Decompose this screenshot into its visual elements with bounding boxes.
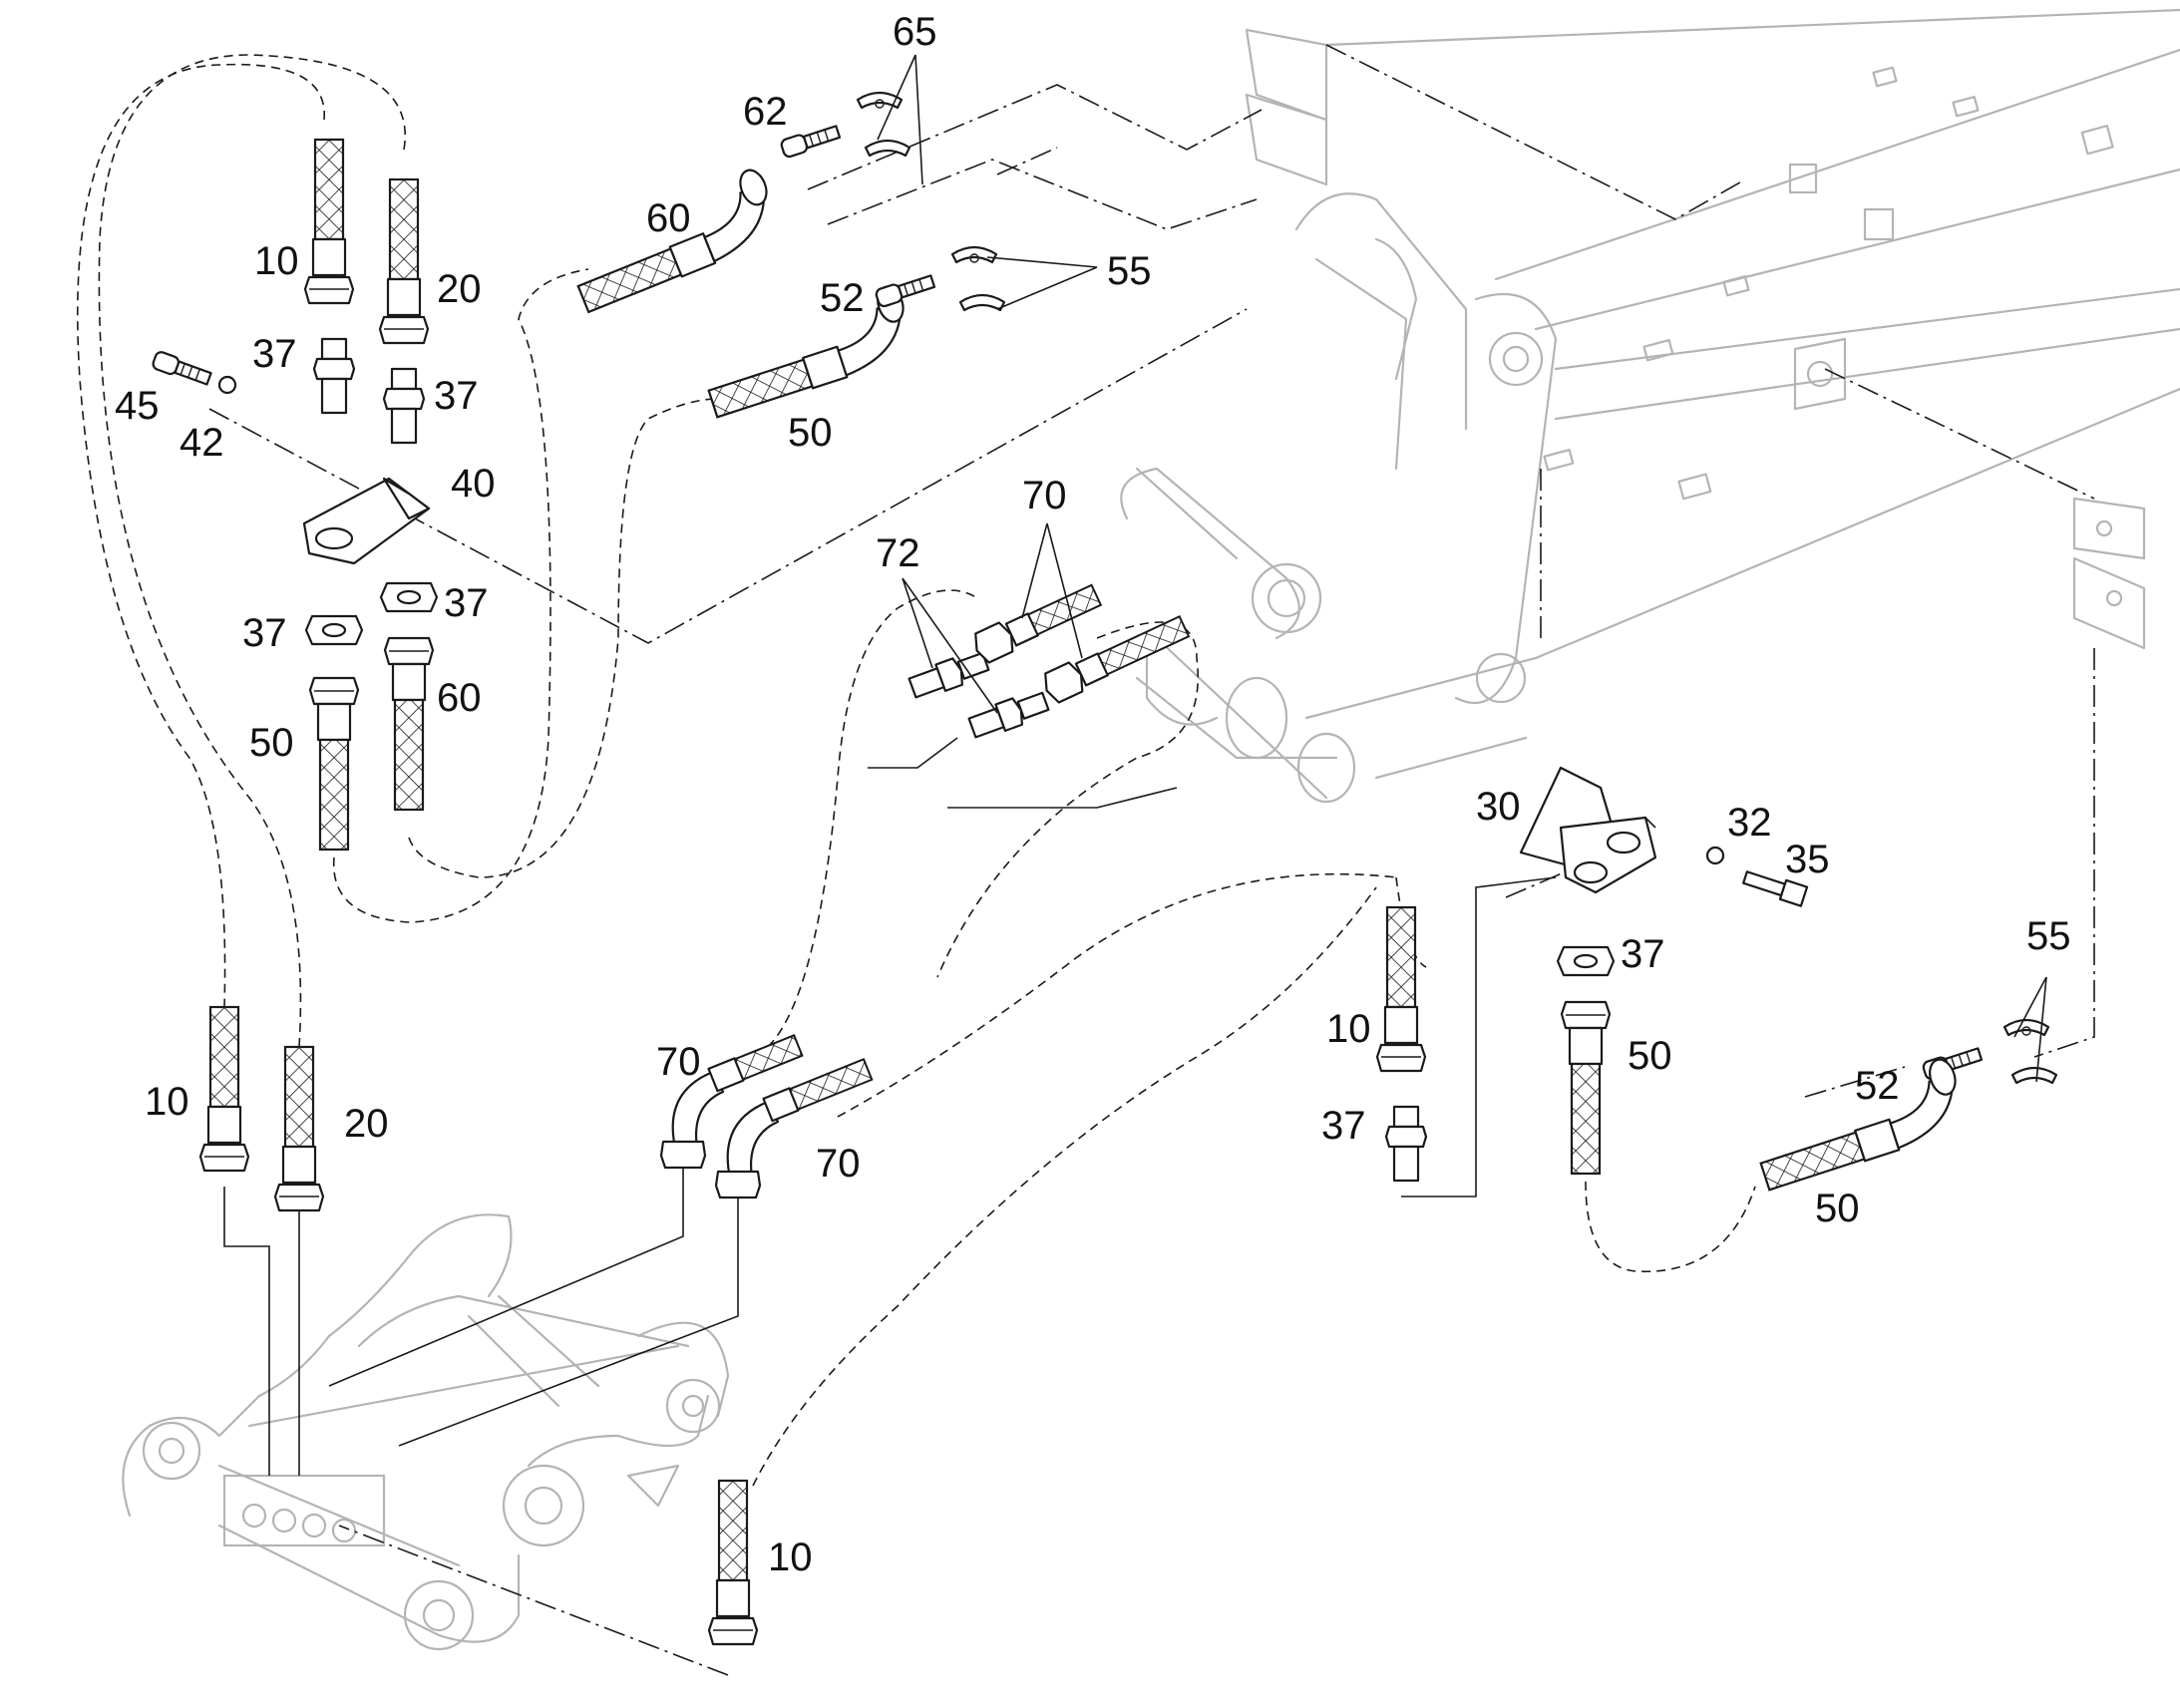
callout-52-lower: 52: [1855, 1064, 1900, 1108]
bracket-40: [302, 477, 431, 565]
callout-45: 45: [115, 384, 160, 428]
hose-20-upper-left: [378, 177, 430, 345]
callout-10-bottom: 10: [768, 1536, 813, 1579]
hose-70-mid-b: [1044, 614, 1191, 704]
hose-70-mid-a: [974, 583, 1103, 664]
bolt-52-upper: [874, 271, 937, 309]
callout-10-right: 10: [1326, 1007, 1371, 1051]
nut-37-right: [379, 581, 439, 613]
bolt-62: [779, 122, 843, 160]
callout-37-right: 37: [1621, 932, 1665, 976]
callout-37-right-lower: 37: [1321, 1104, 1366, 1148]
callout-60-left: 60: [437, 676, 482, 720]
nut-37-left: [304, 614, 364, 646]
callout-52-upper: 52: [820, 276, 865, 320]
callout-50-right: 50: [1628, 1034, 1672, 1078]
adapter-37-right: [382, 367, 426, 445]
hose-60-left: [383, 636, 435, 812]
quick-coupler-outline: [122, 1213, 730, 1651]
callout-72: 72: [876, 531, 920, 575]
hose-10-upper-left: [303, 138, 355, 305]
hose-70-lower-a: [659, 1034, 804, 1170]
callout-37-c: 37: [242, 611, 287, 655]
adapter-72-a: [908, 651, 990, 699]
callout-10-upper-left: 10: [254, 239, 299, 283]
callout-65: 65: [893, 10, 937, 54]
linkage-arm-outline: [1120, 192, 1558, 804]
hose-10-bottom: [707, 1479, 759, 1646]
hose-70-lower-b: [714, 1058, 874, 1199]
hose-50-right: [1560, 1000, 1612, 1176]
callout-37-b: 37: [434, 374, 479, 418]
callout-70-mid: 70: [1022, 474, 1067, 517]
adapter-37-left: [312, 337, 356, 415]
clamp-55-upper: [950, 245, 1006, 312]
callout-35: 35: [1785, 838, 1830, 881]
bolt-45: [150, 349, 213, 389]
hose-50-left: [308, 676, 360, 852]
washer-32: [1705, 846, 1725, 865]
callout-50-lower: 50: [1815, 1187, 1860, 1230]
callout-55-upper: 55: [1107, 249, 1152, 293]
boom-arm-outline: [1245, 8, 2180, 720]
callout-labels: 65 62 60 55 52 50 10 20 37 37 45 42 40 3…: [115, 10, 2071, 1579]
callout-62: 62: [743, 90, 788, 134]
adapter-37-right-group: [1384, 1105, 1428, 1183]
callout-30: 30: [1476, 785, 1521, 829]
bracket-30: [1519, 766, 1657, 894]
callout-37-d: 37: [444, 581, 489, 625]
callout-32: 32: [1727, 801, 1772, 845]
callout-40: 40: [451, 462, 496, 506]
adapter-72-b: [967, 691, 1050, 739]
callout-37-a: 37: [252, 332, 297, 376]
callout-42: 42: [180, 421, 224, 465]
hose-routing-lines: [77, 54, 1756, 1487]
callout-20-upper-left: 20: [437, 267, 482, 311]
bolt-35: [1742, 870, 1809, 907]
callout-50-upper: 50: [788, 411, 833, 455]
callout-10-lower-left: 10: [145, 1080, 189, 1124]
hose-10-right: [1375, 905, 1427, 1073]
clamp-55-lower: [2002, 1018, 2058, 1085]
nut-37-right-group: [1556, 945, 1616, 977]
callout-50-left: 50: [249, 721, 294, 765]
callout-70-lower-a: 70: [656, 1040, 701, 1084]
callout-20-lower-left: 20: [344, 1102, 389, 1146]
callout-55-lower: 55: [2026, 914, 2071, 958]
clamp-65: [856, 91, 911, 158]
washer-42: [217, 375, 237, 395]
callout-70-lower-b: 70: [816, 1142, 861, 1186]
hose-10-lower-left: [198, 1005, 250, 1173]
hose-20-lower-left: [273, 1045, 325, 1212]
callout-60-upper: 60: [646, 196, 691, 240]
